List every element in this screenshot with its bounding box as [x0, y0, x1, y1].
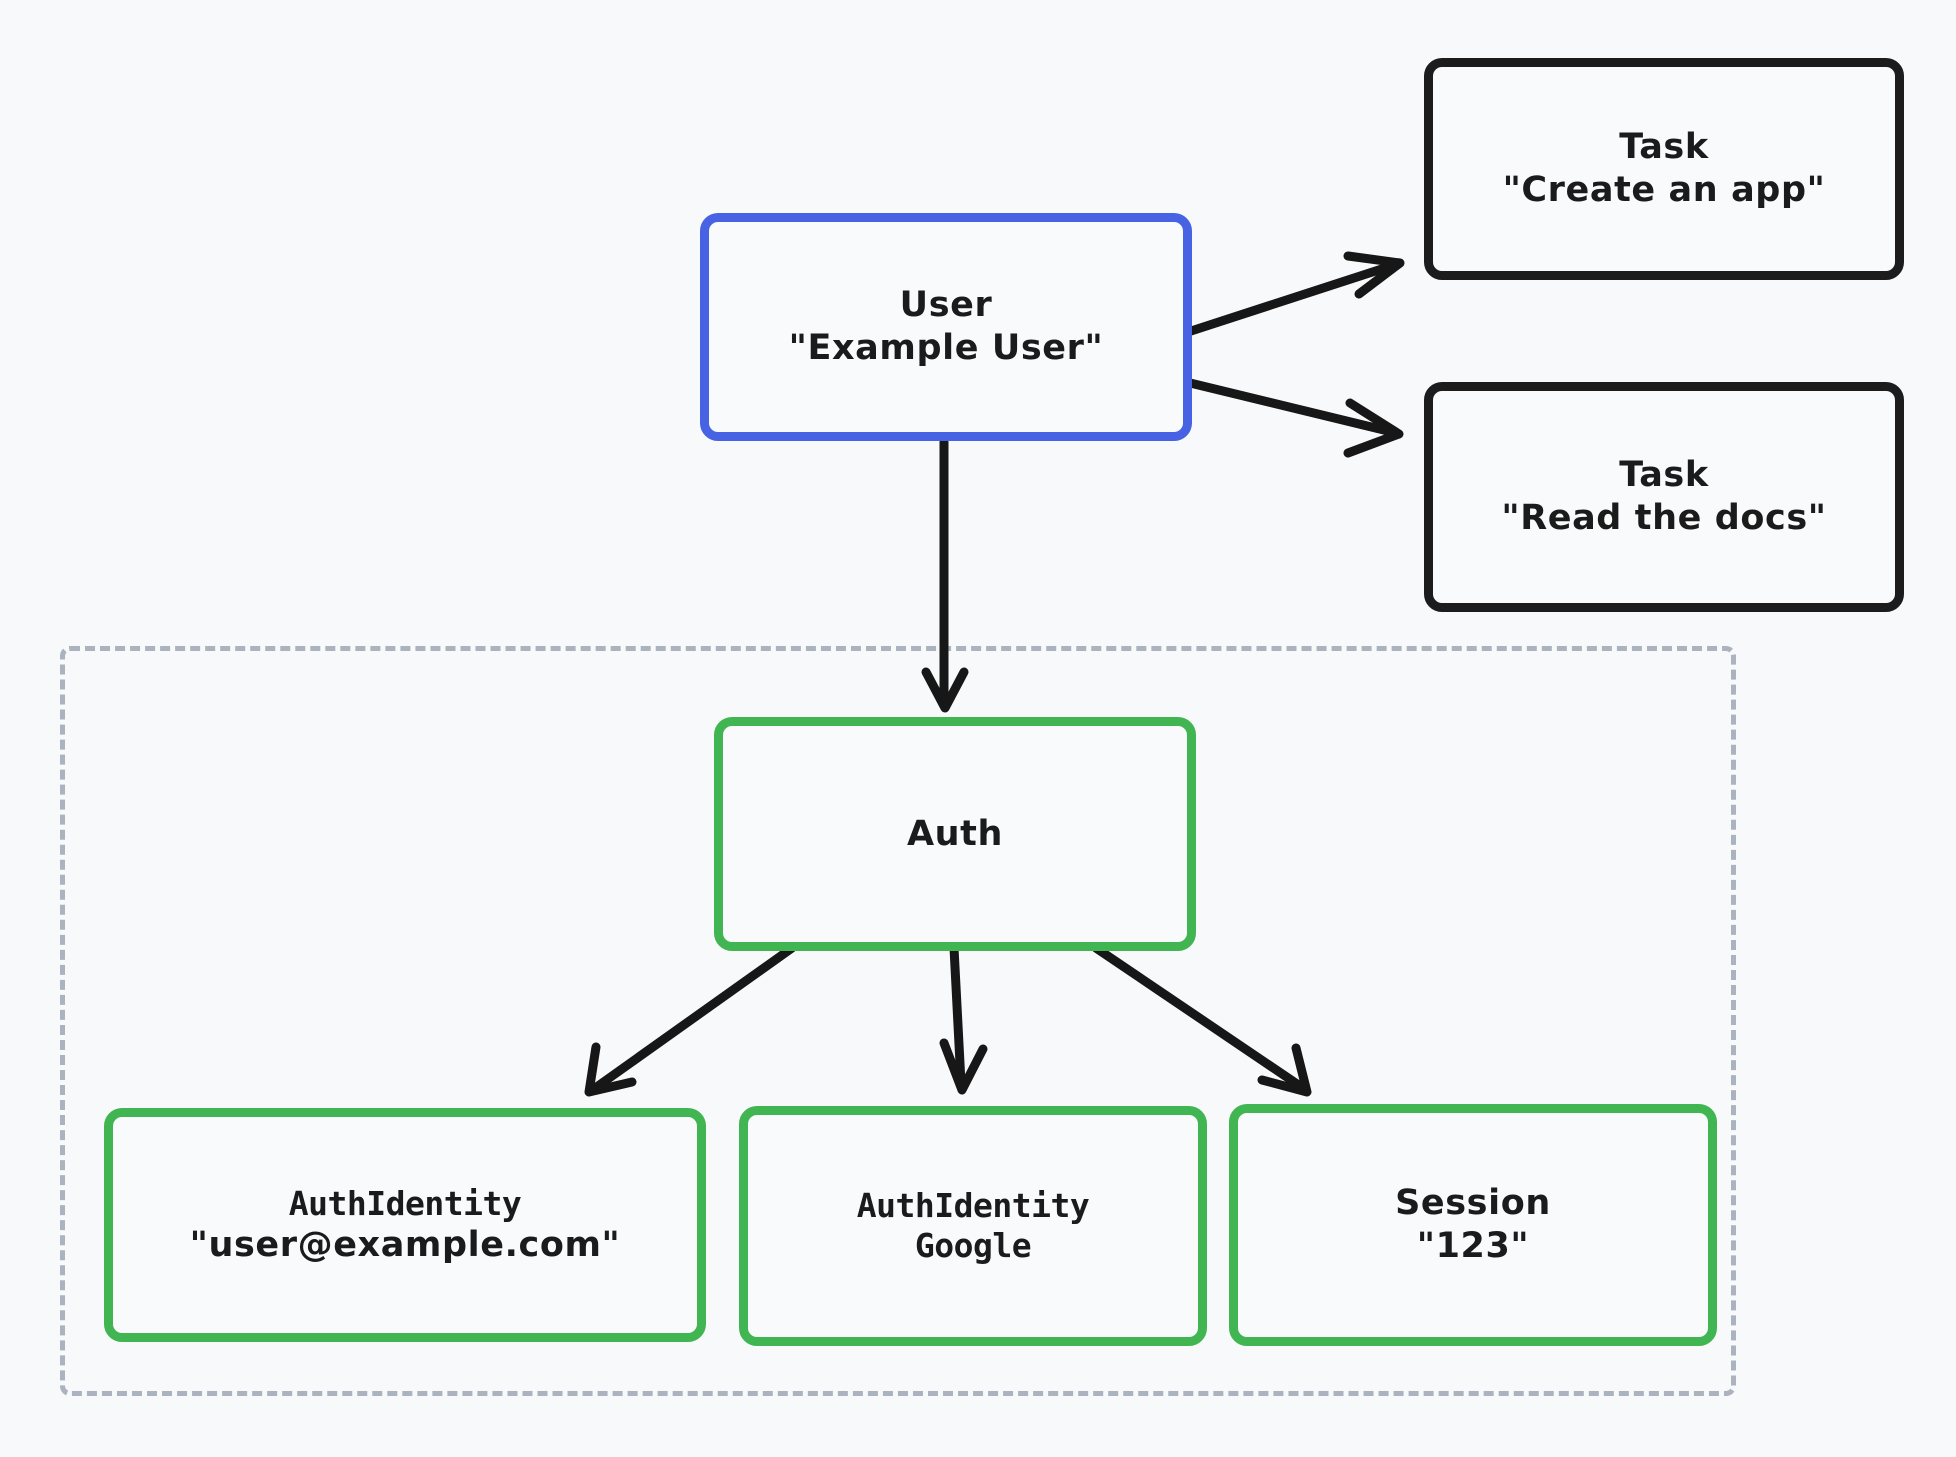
node-auth-identity-google[interactable]: AuthIdentity Google	[739, 1106, 1207, 1346]
subgraph-container	[60, 646, 1736, 1396]
node-session-type: Session	[1395, 1183, 1551, 1224]
node-session[interactable]: Session "123"	[1229, 1104, 1717, 1346]
node-user[interactable]: User "Example User"	[700, 213, 1192, 441]
node-auth-identity-google-type: AuthIdentity	[856, 1185, 1090, 1225]
node-user-value: "Example User"	[788, 328, 1104, 368]
node-auth-identity-email[interactable]: AuthIdentity "user@example.com"	[104, 1108, 706, 1342]
node-user-type: User	[899, 285, 993, 326]
node-auth[interactable]: Auth	[714, 717, 1196, 951]
edge-user-to-task-read-docs	[1181, 377, 1404, 458]
node-task-create-app-value: "Create an app"	[1502, 170, 1826, 210]
node-session-value: "123"	[1416, 1226, 1530, 1266]
node-auth-identity-email-type: AuthIdentity	[288, 1183, 522, 1223]
node-auth-identity-email-value: "user@example.com"	[189, 1224, 621, 1265]
node-auth-type: Auth	[906, 813, 1004, 854]
node-task-create-app-type: Task	[1619, 127, 1709, 168]
edge-user-to-task-create-app	[1183, 251, 1405, 337]
node-task-read-docs[interactable]: Task "Read the docs"	[1424, 382, 1904, 612]
node-task-read-docs-type: Task	[1619, 455, 1709, 496]
node-task-create-app[interactable]: Task "Create an app"	[1424, 58, 1904, 280]
node-task-read-docs-value: "Read the docs"	[1501, 498, 1827, 538]
node-auth-identity-google-value: Google	[914, 1226, 1032, 1265]
